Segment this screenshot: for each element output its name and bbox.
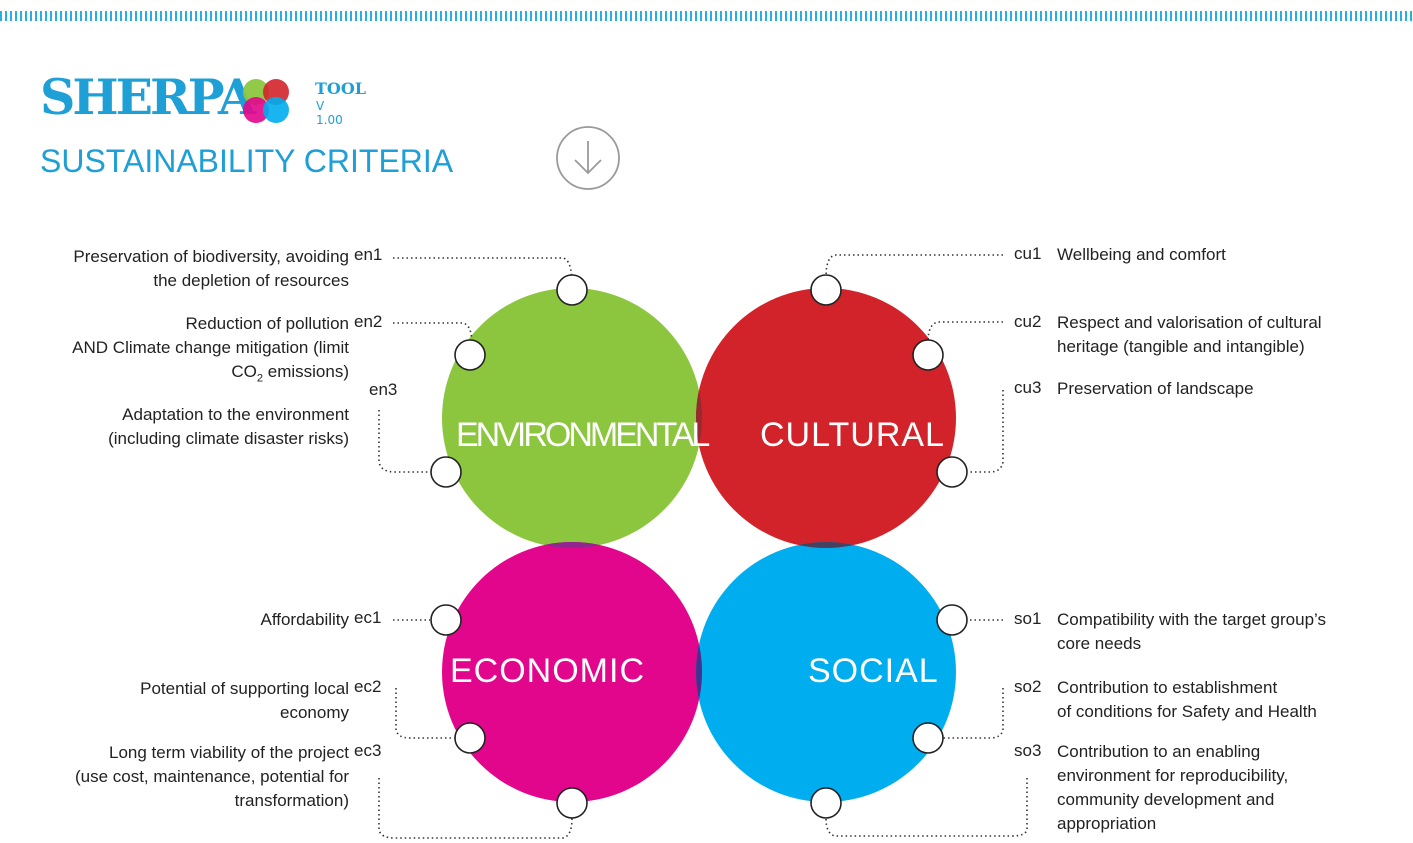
ec2-code: ec2 [354,677,382,696]
ec1-node[interactable] [430,604,462,636]
page-title: SUSTAINABILITY CRITERIA [40,143,454,179]
en3-node[interactable] [430,456,462,488]
cu1-node[interactable] [810,274,842,306]
cultural-label: CULTURAL [760,416,945,454]
environmental-circle[interactable] [442,288,702,548]
ec1-text: Affordability [260,610,349,629]
en2-code: en2 [354,312,383,331]
arrow-down-circle-icon[interactable] [555,125,621,191]
cu3-node[interactable] [936,456,968,488]
ec2-node[interactable] [454,722,486,754]
cu1-connector [825,254,1003,278]
ec2-connector [395,688,456,739]
ec2-text: Potential of supporting local economy [140,679,349,722]
logo-wordmark: SHERPA [40,68,256,126]
ec3-text: Long term viability of the project (use … [74,743,349,810]
so2-text: Contribution to establishment of conditi… [1057,678,1317,721]
environmental-label: ENVIRONMENTAL [456,416,710,454]
cu2-node[interactable] [912,339,944,371]
en2-connector [393,322,473,346]
cu3-connector [966,390,1004,473]
so2-connector [942,688,1004,739]
so2-code: so2 [1014,677,1042,696]
en3-code: en3 [369,380,398,399]
so1-code: so1 [1014,609,1042,628]
so1-node[interactable] [936,604,968,636]
ec1-code: ec1 [354,608,382,627]
connector-lines [378,254,1028,839]
cu3-text: Preservation of landscape [1057,379,1254,398]
cu1-text: Wellbeing and comfort [1057,245,1226,264]
ec3-connector [378,778,573,839]
logo-version: V 1.00 [316,99,343,127]
cu2-code: cu2 [1014,312,1042,331]
en3-connector [378,410,432,473]
cu1-code: cu1 [1014,244,1042,263]
so3-connector [825,778,1028,837]
so2-node[interactable] [912,722,944,754]
social-label: SOCIAL [808,652,939,690]
en3-text: Adaptation to the environment (including… [108,405,349,448]
en1-text: Preservation of biodiversity, avoiding t… [73,247,349,290]
so3-code: so3 [1014,741,1042,760]
en2-text: Reduction of pollution AND Climate chang… [72,314,349,385]
logo-circles-icon [243,79,289,123]
social-circle[interactable] [696,542,956,802]
en1-connector [393,257,573,286]
cu2-text: Respect and valorisation of cultural her… [1057,313,1322,356]
ec3-code: ec3 [354,741,382,760]
so3-text: Contribution to an enabling environment … [1057,742,1289,833]
en1-node[interactable] [556,274,588,306]
so3-node[interactable] [810,787,842,819]
economic-circle[interactable] [442,542,702,802]
economic-label: ECONOMIC [450,652,645,690]
cu2-connector [927,321,1003,343]
so1-text: Compatibility with the target group’s co… [1057,610,1326,653]
en1-code: en1 [354,245,383,264]
cultural-circle[interactable] [696,288,956,548]
ec3-node[interactable] [556,787,588,819]
cu3-code: cu3 [1014,378,1042,397]
en2-node[interactable] [454,339,486,371]
top-stripe [0,11,1413,21]
logo-tool-label: TOOL [315,79,367,98]
